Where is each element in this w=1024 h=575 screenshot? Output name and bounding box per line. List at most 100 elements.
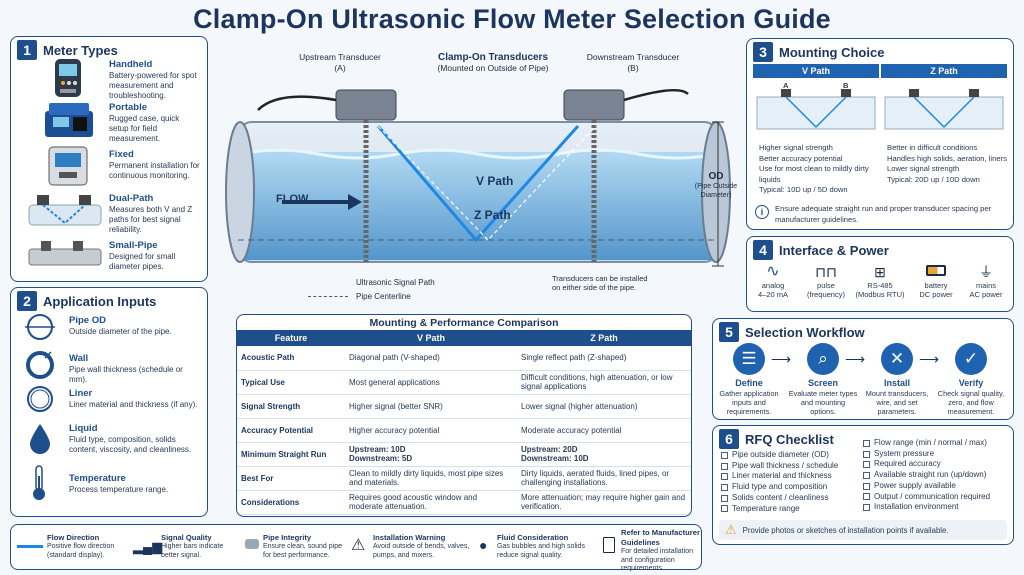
meter-type-name: Dual-Path bbox=[109, 193, 154, 204]
z-path-label: Z Path bbox=[474, 208, 511, 222]
checkbox[interactable] bbox=[863, 493, 870, 501]
thermometer-icon bbox=[33, 465, 45, 500]
rfq-left-list: Pipe outside diameter (OD) Pipe wall thi… bbox=[721, 450, 861, 514]
z-path-header: Z Path bbox=[881, 64, 1007, 78]
label-id: (B) bbox=[627, 63, 639, 73]
table-header: Z Path bbox=[517, 330, 691, 346]
section-title: RFQ Checklist bbox=[745, 431, 834, 447]
v-point: Use for most clean to mildly dirty liqui… bbox=[759, 164, 869, 184]
rfq-item: Installation environment bbox=[874, 502, 959, 512]
legend-centerline-swatch bbox=[308, 296, 348, 297]
rfq-item: Available straight run (up/down) bbox=[874, 470, 987, 480]
checkbox[interactable] bbox=[721, 505, 728, 513]
sine-wave-icon: ∿ bbox=[766, 263, 780, 280]
battery-icon bbox=[926, 265, 946, 276]
liner-icon bbox=[27, 386, 53, 412]
checkbox[interactable] bbox=[863, 439, 870, 447]
label-text: Upstream Transducer bbox=[299, 52, 381, 62]
meter-type-desc: Permanent installation for continuous mo… bbox=[109, 161, 200, 180]
meter-type-name: Handheld bbox=[109, 59, 153, 70]
interface-sub: DC power bbox=[919, 290, 953, 299]
z-point: Typical: 20D up / 10D down bbox=[887, 174, 980, 184]
section-number: 4 bbox=[753, 240, 773, 260]
checkbox[interactable] bbox=[863, 461, 870, 469]
v-point: Typical: 10D up / 5D down bbox=[759, 185, 848, 194]
legend-centerline: Pipe Centerline bbox=[356, 292, 411, 301]
section-number: 3 bbox=[753, 42, 773, 62]
interface-sub: AC power bbox=[969, 290, 1003, 299]
feature-cell: Minimum Straight Run bbox=[237, 442, 345, 467]
arrow-icon: ⟶ bbox=[919, 351, 940, 367]
input-name: Pipe OD bbox=[69, 315, 106, 326]
rfq-item: System pressure bbox=[874, 448, 935, 458]
rfq-note-box: ⚠ Provide photos or sketches of installa… bbox=[719, 520, 1007, 540]
upstream-transducer-label: Upstream Transducer(A) bbox=[290, 52, 390, 74]
transducer-note: Transducers can be installed on either s… bbox=[552, 274, 648, 292]
v-cell: Requires good acoustic window and modera… bbox=[345, 490, 517, 515]
feature-cell: Considerations bbox=[237, 490, 345, 515]
step-name: Screen bbox=[807, 378, 839, 388]
input-name: Temperature bbox=[69, 473, 126, 484]
meter-type-name: Portable bbox=[109, 102, 148, 113]
checkbox[interactable] bbox=[721, 473, 728, 481]
checkbox[interactable] bbox=[721, 451, 728, 459]
rfq-note: Provide photos or sketches of installati… bbox=[742, 525, 949, 535]
meter-type-desc: Measures both V and Z paths for best sig… bbox=[109, 205, 193, 234]
step-name: Install bbox=[883, 378, 910, 388]
feature-cell: Typical Use bbox=[237, 370, 345, 395]
interface-sub: (frequency) bbox=[807, 290, 845, 299]
liquid-drop-icon bbox=[30, 424, 50, 454]
section-number: 5 bbox=[719, 322, 739, 342]
checkbox[interactable] bbox=[721, 462, 728, 470]
input-desc: Process temperature range. bbox=[69, 485, 169, 494]
checkbox[interactable] bbox=[863, 504, 870, 512]
interface-name: mains bbox=[975, 281, 996, 290]
z-cell: Difficult conditions, high attenuation, … bbox=[517, 370, 691, 395]
page-title: Clamp-On Ultrasonic Flow Meter Selection… bbox=[193, 4, 831, 34]
fluid-drop-icon: ● bbox=[479, 537, 488, 553]
checkbox[interactable] bbox=[721, 494, 728, 502]
z-cell: Upstream: 20D Downstream: 10D bbox=[517, 442, 691, 467]
section-title: Application Inputs bbox=[43, 293, 157, 309]
checkbox[interactable] bbox=[863, 471, 870, 479]
v-point: Better accuracy potential bbox=[759, 153, 843, 163]
comparison-panel: Mounting & Performance Comparison Featur… bbox=[236, 314, 692, 517]
rfq-item: Power supply available bbox=[874, 480, 956, 490]
interface-name: battery bbox=[924, 281, 948, 290]
checkbox[interactable] bbox=[721, 483, 728, 491]
dual-path-meter-icon bbox=[28, 195, 102, 226]
arrow-icon: ⟶ bbox=[845, 351, 866, 367]
legend-signal-path: Ultrasonic Signal Path bbox=[356, 278, 435, 287]
z-cell: Lower signal (higher attenuation) bbox=[517, 394, 691, 419]
pipe-diagram bbox=[225, 88, 731, 267]
feature-cell: Accuracy Potential bbox=[237, 418, 345, 443]
rfq-item: Liner material and thickness bbox=[732, 471, 832, 481]
checkbox[interactable] bbox=[863, 450, 870, 458]
checkbox[interactable] bbox=[863, 482, 870, 490]
feature-cell: Best For bbox=[237, 466, 345, 491]
document-icon bbox=[603, 537, 615, 553]
downstream-transducer-label: Downstream Transducer(B) bbox=[578, 52, 688, 74]
step-name: Define bbox=[735, 378, 763, 388]
interface-sub: 4–20 mA bbox=[757, 290, 789, 299]
z-path-mini-diagram bbox=[884, 89, 1004, 130]
define-clipboard-icon: ☰ bbox=[733, 343, 765, 375]
section-title: Mounting Choice bbox=[779, 44, 885, 60]
